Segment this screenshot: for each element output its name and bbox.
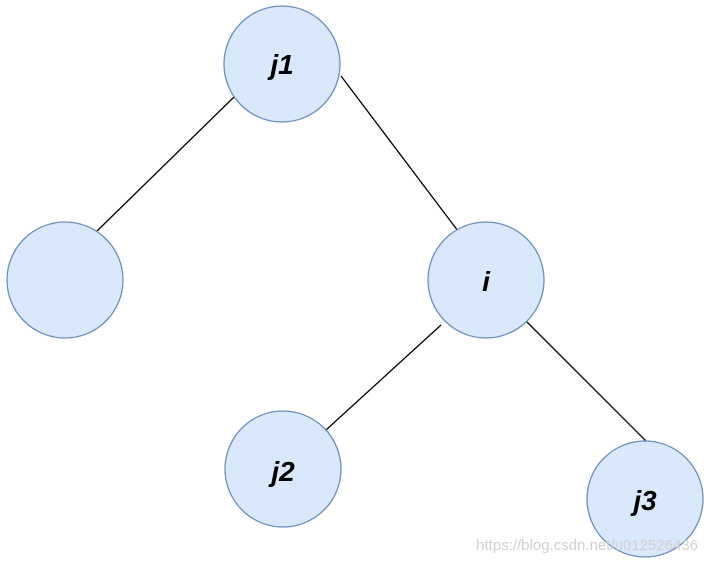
node-j2-circle (224, 410, 342, 528)
edge-i-j3 (526, 321, 647, 442)
node-left (6, 221, 124, 339)
node-j3-circle (586, 440, 704, 558)
node-left-circle (6, 221, 124, 339)
edge-i-j2 (325, 324, 442, 431)
watermark-text: https://blog.csdn.net/u012526436 (476, 537, 698, 554)
edge-j1-i (340, 75, 459, 232)
edge-j1-left (95, 96, 235, 233)
node-j2-label: j2 (267, 456, 295, 487)
node-i-label: i (482, 266, 491, 297)
node-i: i (427, 221, 545, 339)
node-j1-circle (223, 5, 341, 123)
node-j3: j3 (586, 440, 704, 558)
node-j2: j2 (224, 410, 342, 528)
node-j1: j1 (223, 5, 341, 123)
node-j3-label: j3 (629, 485, 657, 516)
node-j1-label: j1 (266, 49, 293, 80)
node-i-circle (427, 221, 545, 339)
